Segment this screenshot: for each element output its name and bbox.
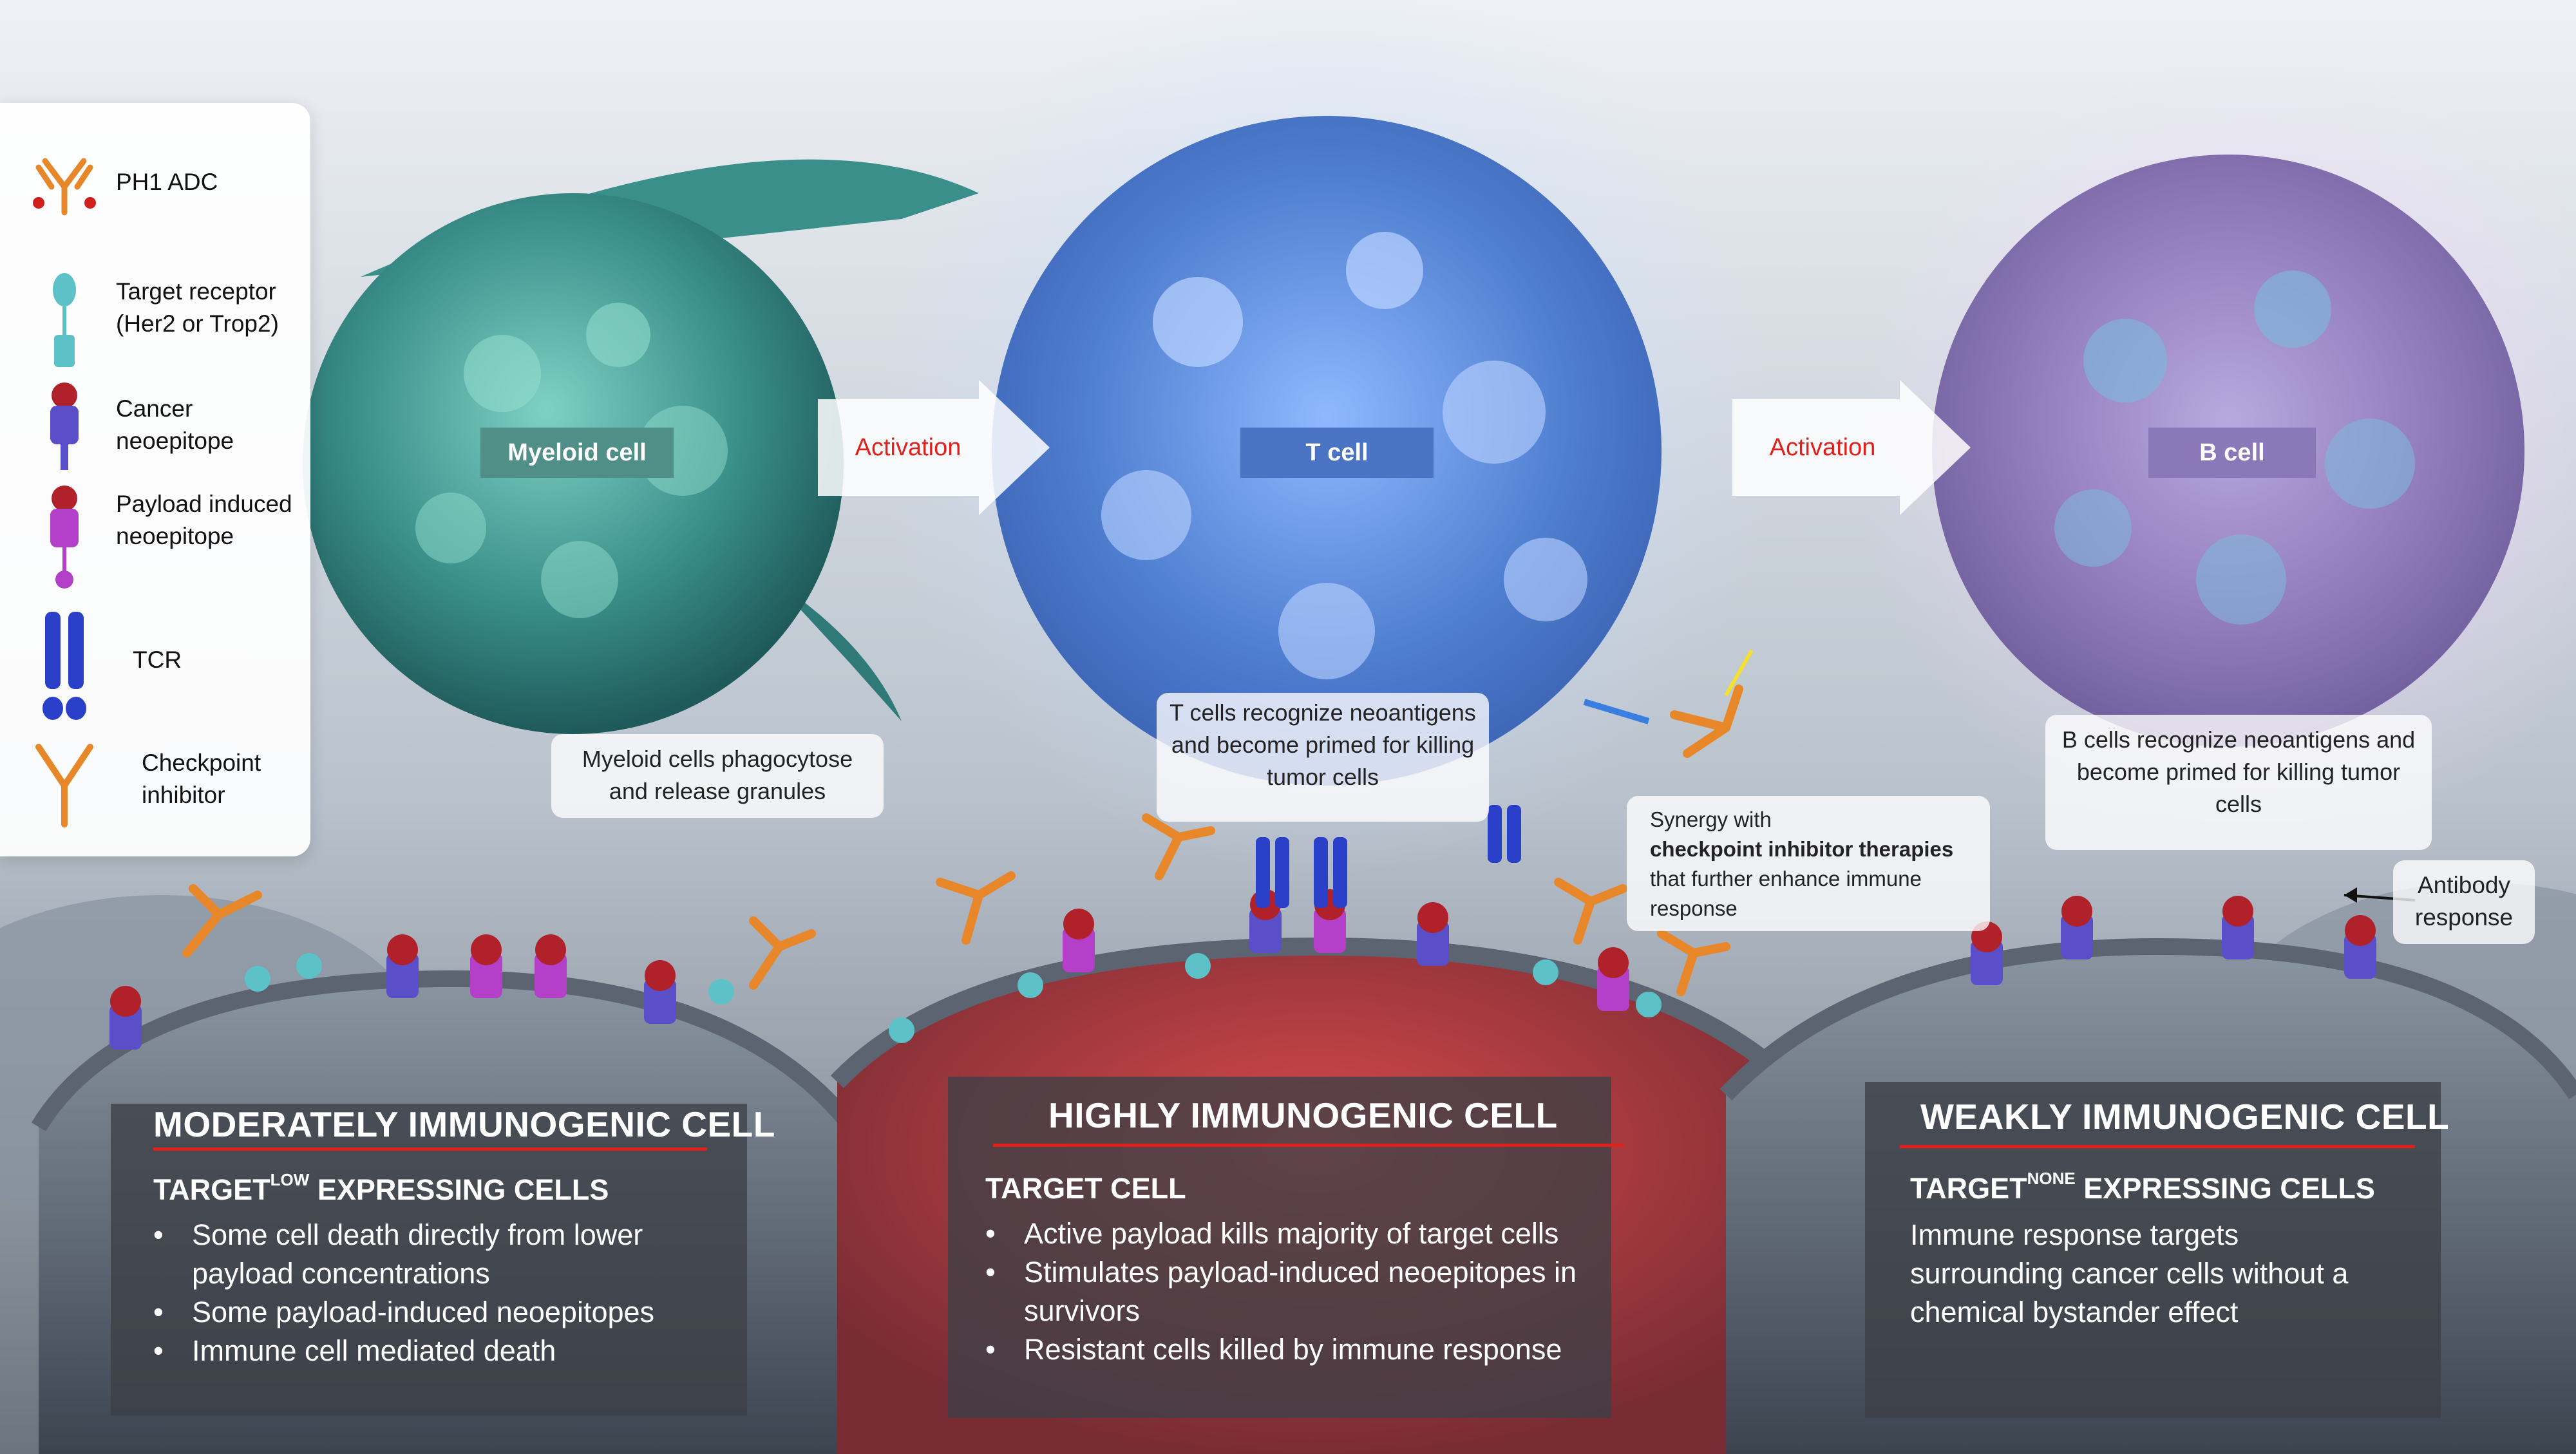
myeloid-note: Myeloid cells phagocytose and release gr…: [551, 734, 884, 818]
legend-item-tcr: TCR: [26, 605, 309, 721]
high-title: HIGHLY IMMUNOGENIC CELL: [1048, 1095, 1558, 1135]
high-panel: HIGHLY IMMUNOGENIC CELL TARGET CELL Acti…: [948, 1077, 1624, 1418]
moderate-panel: MODERATELY IMMUNOGENIC CELL TARGETLOW EX…: [111, 1104, 775, 1415]
activation-label-2: Activation: [1769, 434, 1876, 461]
t-cell-label: T cell: [1240, 428, 1434, 478]
legend-label-target-receptor: Target receptor (Her2 or Trop2): [116, 278, 279, 337]
synergy-bold: checkpoint inhibitor therapies: [1650, 837, 1954, 861]
weak-panel: WEAKLY IMMUNOGENIC CELL TARGETNONE EXPRE…: [1865, 1082, 2449, 1418]
high-subtitle: TARGET CELL: [985, 1172, 1186, 1205]
tcr-icon: [43, 612, 86, 720]
legend-item-cancer-neoepitope: Cancer neoepitope: [26, 380, 309, 477]
weak-text: Immune response targets surrounding canc…: [1910, 1218, 2349, 1328]
antibody-response-note: Antibody response: [2393, 860, 2535, 944]
moderate-sub-suffix: EXPRESSING CELLS: [309, 1173, 609, 1206]
weak-sub-prefix: TARGET: [1910, 1172, 2027, 1205]
b-cell-label: B cell: [2148, 428, 2316, 478]
synergy-rest: that further enhance immune response: [1650, 867, 1922, 920]
payload-neoepitope-icon: [50, 486, 79, 589]
legend-item-adc: PH1 ADC: [26, 148, 309, 216]
moderate-bullet: Some payload-induced neoepitopes: [153, 1293, 733, 1332]
target-receptor-icon: [53, 273, 76, 367]
moderate-bullet: Some cell death directly from lower payl…: [153, 1216, 733, 1293]
moderate-title-rule: [153, 1147, 707, 1151]
moderate-bullet: Immune cell mediated death: [153, 1332, 733, 1370]
weak-sub-sup: NONE: [2027, 1169, 2076, 1188]
moderate-sub-prefix: TARGET: [153, 1173, 270, 1206]
weak-title-rule: [1900, 1145, 2415, 1148]
legend-label-checkpoint-inhibitor: Checkpoint inhibitor: [142, 750, 261, 808]
cancer-neoepitope-icon: [50, 382, 79, 470]
moderate-title: MODERATELY IMMUNOGENIC CELL: [153, 1104, 775, 1144]
legend-item-payload-neoepitope: Payload induced neoepitope: [26, 483, 309, 592]
legend-label-payload-neoepitope: Payload induced neoepitope: [116, 491, 292, 549]
weak-subtitle: TARGETNONE EXPRESSING CELLS: [1910, 1169, 2375, 1205]
myeloid-cell-label: Myeloid cell: [480, 428, 674, 478]
legend-item-target-receptor: Target receptor (Her2 or Trop2): [26, 270, 309, 373]
weak-sub-suffix: EXPRESSING CELLS: [2075, 1172, 2375, 1205]
legend-label-tcr: TCR: [133, 647, 182, 673]
legend-label-adc: PH1 ADC: [116, 169, 218, 195]
moderate-sub-sup: LOW: [270, 1170, 310, 1189]
synergy-line1: Synergy with: [1650, 807, 1772, 831]
legend-label-cancer-neoepitope: Cancer neoepitope: [116, 395, 234, 454]
weak-title: WEAKLY IMMUNOGENIC CELL: [1920, 1097, 2450, 1137]
moderate-bullets: Some cell death directly from lower payl…: [153, 1216, 733, 1370]
t-cell-note: T cells recognize neoantigens and become…: [1157, 693, 1489, 822]
legend-item-checkpoint-inhibitor: Checkpoint inhibitor: [26, 734, 309, 831]
high-bullet: Resistant cells killed by immune respons…: [985, 1330, 1604, 1369]
high-title-rule: [993, 1144, 1624, 1147]
high-bullet: Stimulates payload-induced neoepitopes i…: [985, 1253, 1604, 1330]
moderate-subtitle: TARGETLOW EXPRESSING CELLS: [153, 1170, 609, 1207]
legend-panel: PH1 ADC Target receptor (Her2 or Trop2) …: [0, 103, 310, 856]
b-cell-note: B cells recognize neoantigens and become…: [2045, 715, 2432, 850]
activation-label-1: Activation: [855, 434, 961, 461]
synergy-note: Synergy with checkpoint inhibitor therap…: [1627, 796, 1990, 931]
high-bullet: Active payload kills majority of target …: [985, 1214, 1604, 1253]
adc-antibody-icon: [33, 158, 96, 216]
checkpoint-inhibitor-icon: [35, 744, 93, 827]
high-bullets: Active payload kills majority of target …: [985, 1214, 1604, 1369]
